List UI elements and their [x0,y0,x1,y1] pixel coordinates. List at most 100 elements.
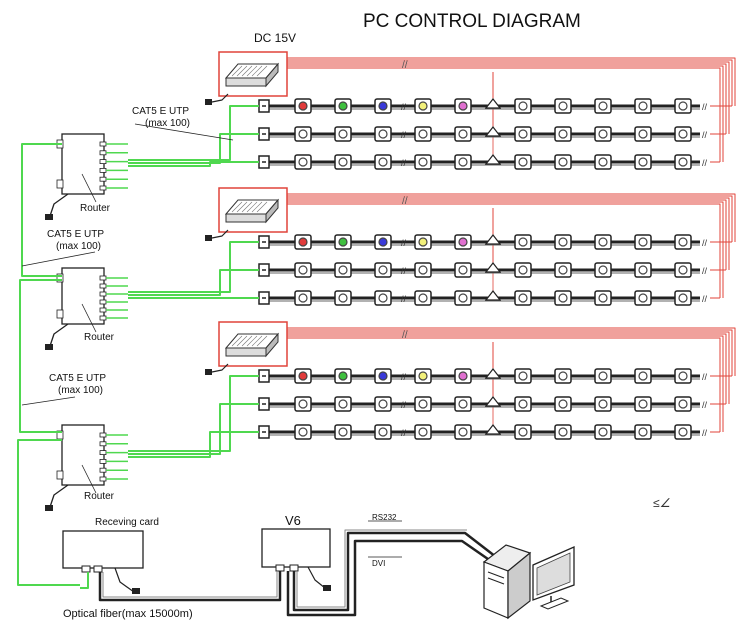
break-mark: // [702,428,708,438]
router-port [99,141,107,147]
router-port [99,291,107,297]
data-lines-1 [106,105,259,189]
data-wire [128,431,259,458]
pixel-led [418,101,428,111]
pixel-led [458,427,468,437]
pixel-led [418,129,428,139]
router-port [99,299,107,305]
pixel-led [338,371,348,381]
data-wire [128,241,259,293]
rs232-cable [296,529,467,608]
power-injector [484,154,502,165]
router-power-cord [49,193,69,217]
controller-label: V6 [285,513,301,528]
pixel-led [518,427,528,437]
pixel-led [558,293,568,303]
pixel-led [378,237,388,247]
pixel-led [338,129,348,139]
led-string: //// [258,98,708,114]
pixel-led [298,399,308,409]
power-wire [287,197,730,270]
pixel-led [518,265,528,275]
router-box [61,267,105,325]
router-port [99,476,107,482]
power-injector [484,234,502,245]
label-leader [81,173,97,203]
optical-fiber [98,571,282,602]
router-port [99,185,107,191]
data-wire [128,161,259,167]
psu-icon [224,62,280,88]
router-port [56,179,64,189]
router-port [99,176,107,182]
pixel-led [338,265,348,275]
data-wire [128,133,259,164]
pixel-led [638,101,648,111]
power-plug-icon [205,369,212,375]
pixel-led [678,399,688,409]
controller-box [261,528,331,568]
dvi-label: DVI [372,559,385,568]
controller-v6 [261,528,331,591]
cable-label-top-1: CAT5 E UTP [132,106,189,117]
receiving-card-box [62,530,144,569]
card-port [81,565,91,573]
desktop-computer-icon [482,544,532,620]
pixel-led [458,371,468,381]
break-mark: // [702,130,708,140]
monitor-icon [532,546,575,610]
pixel-led [458,237,468,247]
router-label-3: Router [84,491,115,502]
diagram-drawing: ////////////////////////////////////////… [17,51,736,620]
power-plug-icon [205,235,212,241]
power-cord [211,229,229,239]
router-box [61,133,105,195]
power-wire [287,203,721,298]
pixel-led [298,293,308,303]
pixel-led [378,427,388,437]
psu-icon [224,332,280,358]
router-label-2: Router [84,332,115,343]
pixel-led [378,101,388,111]
break-mark: // [401,294,407,304]
pixel-led [518,157,528,167]
pixel-led [518,371,528,381]
pixel-led [598,157,608,167]
pixel-led [418,427,428,437]
pixel-led [458,157,468,167]
power-cord [211,93,229,103]
power-plug-icon [323,585,331,591]
logo-mark: ≤∠ [653,496,671,510]
router-label-1: Router [80,203,111,214]
pixel-led [638,157,648,167]
pixel-led [298,157,308,167]
break-mark: // [702,372,708,382]
pixel-led [598,265,608,275]
router-port [99,315,107,321]
power-wire [287,59,733,106]
pixel-led [678,101,688,111]
data-wire [128,269,259,296]
break-mark: // [702,266,708,276]
pixel-led [378,157,388,167]
pixel-led [418,293,428,303]
pixel-led [678,371,688,381]
router-port [99,450,107,456]
power-wire [287,61,730,134]
pixel-led [298,237,308,247]
pixel-led [418,157,428,167]
cable-label-mid-1: CAT5 E UTP [47,229,104,240]
label-leader [134,123,234,141]
pixel-led [298,427,308,437]
led-string: //// [258,234,708,250]
pixel-led [418,399,428,409]
break-mark: // [401,158,407,168]
power-injector [484,98,502,109]
router-port [99,150,107,156]
pixel-led [558,399,568,409]
pixel-led [298,101,308,111]
power-plug-icon [45,505,53,511]
router-power-cord [49,484,69,508]
router-port [99,432,107,438]
power-wire [287,65,724,162]
